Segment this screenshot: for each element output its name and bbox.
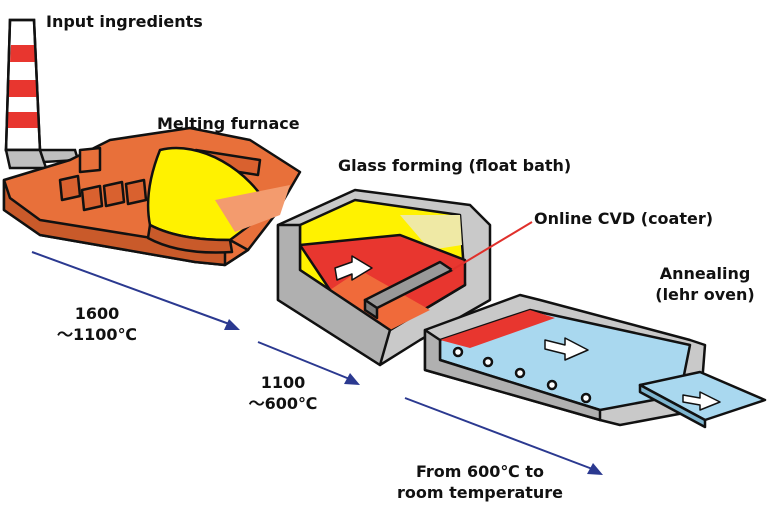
temp-stage-3-line2: room temperature [396, 483, 564, 502]
temp-stage-2-line1: 1100 [260, 373, 306, 392]
temp-stage-1: 1600 ～1100℃ [52, 303, 142, 345]
cvd-callout-line [451, 221, 533, 271]
temp-stage-1-line1: 1600 [74, 304, 120, 323]
label-melting-furnace: Melting furnace [157, 114, 300, 133]
annealing-lehr [423, 293, 767, 429]
temp-stage-3: From 600℃ to room temperature [395, 461, 565, 503]
label-annealing: Annealing (lehr oven) [645, 263, 765, 305]
temp-stage-1-line2: ～1100℃ [57, 325, 137, 344]
temp-stage-2-line2: ～600℃ [248, 394, 318, 413]
float-bath [276, 188, 492, 367]
label-annealing-line1: Annealing [659, 264, 751, 283]
label-annealing-line2: (lehr oven) [655, 285, 755, 304]
temp-stage-2: 1100 ～600℃ [243, 372, 323, 414]
temp-stage-3-line1: From 600℃ to [415, 462, 544, 481]
chimney [4, 18, 80, 170]
temperature-arrows [31, 251, 603, 475]
label-input-ingredients: Input ingredients [46, 12, 203, 31]
melting-furnace [2, 126, 302, 267]
label-online-cvd: Online CVD (coater) [534, 209, 714, 228]
label-glass-forming: Glass forming (float bath) [338, 156, 572, 175]
